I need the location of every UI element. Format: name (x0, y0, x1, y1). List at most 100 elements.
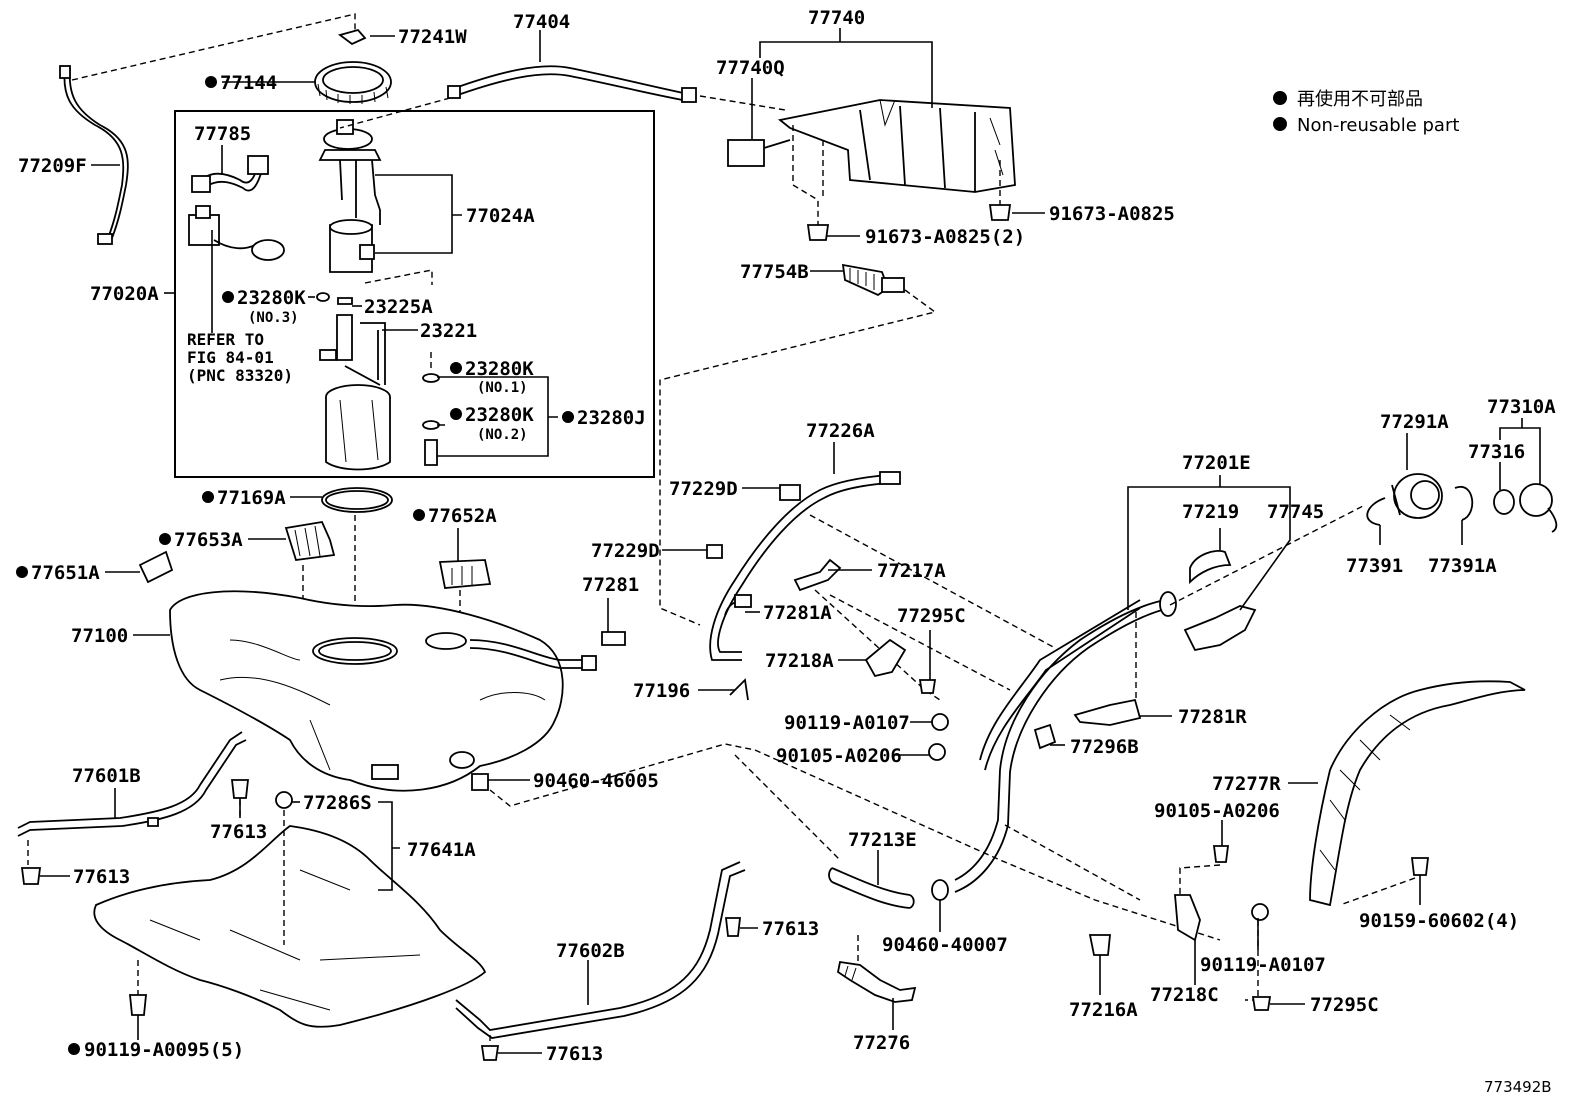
label-77216A: 77216A (1069, 999, 1138, 1021)
label-77613-c: 77613 (762, 918, 819, 940)
ring-77391 (1366, 497, 1386, 526)
clip-77295C-b (1251, 996, 1272, 1011)
dash-line (792, 125, 1001, 225)
label-77281A: 77281A (763, 602, 832, 624)
label-90105-A0206-b: 90105-A0206 (1154, 800, 1280, 822)
label-77404: 77404 (513, 11, 570, 33)
pump-housing (325, 384, 391, 471)
cover-77219 (1189, 550, 1232, 585)
label-77602B: 77602B (556, 940, 625, 962)
part-labels: 77241W 77404 77740 77740Q 77144 77209F 7… (18, 7, 1556, 1096)
label-77651A: 77651A (31, 562, 100, 584)
non-reusable-bullet-icon (562, 411, 574, 423)
retainer-ring-77144 (314, 61, 392, 104)
bolt-91673-A0825-2 (806, 224, 830, 241)
non-reusable-bullet-icon (450, 362, 462, 374)
clip-77295C (918, 679, 937, 694)
label-77217A: 77217A (877, 560, 946, 582)
label-23221: 23221 (420, 320, 477, 342)
non-reusable-bullet-icon (68, 1043, 80, 1055)
dash-line (1339, 877, 1416, 906)
label-77100: 77100 (71, 625, 128, 647)
label-77653A: 77653A (174, 529, 243, 551)
pad-77652A (438, 559, 492, 589)
label-77209F: 77209F (18, 155, 87, 177)
pump-assembly-77024A (318, 119, 382, 273)
label-77391A: 77391A (1428, 555, 1497, 577)
dash-line (339, 95, 786, 129)
legend-jp: 再使用不可部品 (1297, 89, 1423, 110)
label-77391: 77391 (1346, 555, 1403, 577)
label-77218A: 77218A (765, 650, 834, 672)
dash-line (489, 743, 1221, 941)
label-77745: 77745 (1267, 501, 1324, 523)
label-77641A: 77641A (407, 839, 476, 861)
dash-line (734, 754, 1141, 901)
protector-77641A (93, 825, 487, 1028)
clip-90159-60602 (1410, 857, 1430, 876)
pad-77653A (284, 520, 336, 561)
label-90460-46005: 90460-46005 (533, 770, 659, 792)
canister-77740 (727, 99, 1016, 193)
protector-77745 (1183, 605, 1257, 652)
clip-77216A (1088, 934, 1111, 956)
dash-line (137, 810, 285, 995)
pad-77651A (138, 550, 174, 584)
filler-pipe-77201E (954, 591, 1177, 893)
label-77613-a: 77613 (210, 821, 267, 843)
bracket-77217A (793, 558, 842, 592)
ring-77391A (1454, 485, 1474, 521)
dash-line (71, 13, 356, 81)
label-77213E: 77213E (848, 829, 917, 851)
bolt-90119-A0095 (129, 994, 147, 1016)
label-77196: 77196 (633, 680, 690, 702)
label-77295C-b: 77295C (1310, 994, 1379, 1016)
bolt-77613-a (230, 779, 250, 799)
clamp-90460-40007 (931, 879, 949, 901)
bracket-77218A (864, 638, 907, 678)
legend: 再使用不可部品 Non-reusable part (1273, 89, 1459, 136)
label-77277R: 77277R (1212, 773, 1281, 795)
non-reusable-bullets (16, 76, 574, 1055)
bolt-90119-A0107 (931, 713, 949, 731)
label-23280J: 23280J (577, 407, 646, 429)
vent-tube-77404 (447, 65, 697, 103)
label-23280K-no2-sub: (NO.2) (477, 427, 528, 443)
bracket-77296B (1033, 723, 1057, 750)
dash-line (27, 800, 241, 865)
label-77785: 77785 (194, 123, 251, 145)
label-77169A: 77169A (217, 487, 286, 509)
bolt-90119-A0107-b (1251, 903, 1269, 921)
gasket-inner (325, 490, 389, 510)
bolt-77613-c (724, 917, 742, 937)
gasket-77316 (1493, 489, 1515, 515)
fuel-cap-77310A (1519, 483, 1558, 533)
legend-en: Non-reusable part (1297, 115, 1459, 136)
tank-band-77601B (17, 731, 247, 837)
label-77024A: 77024A (466, 205, 535, 227)
refer-line-1: REFER TO (187, 330, 264, 349)
label-23280K-no1: 23280K (465, 358, 534, 380)
harness-77785 (188, 155, 285, 261)
label-23280K-no3: 23280K (237, 287, 306, 309)
hose-77213E (828, 867, 915, 909)
non-reusable-bullet-icon (159, 533, 171, 545)
label-77295C-a: 77295C (897, 605, 966, 627)
bolt-77613-b (20, 867, 42, 885)
label-77286S: 77286S (303, 792, 372, 814)
fuel-pump-group-box (174, 110, 655, 478)
bracket-77218C (1174, 894, 1201, 942)
non-reusable-bullet-icon (16, 566, 28, 578)
label-77296B: 77296B (1070, 736, 1139, 758)
tank-band-77602B (455, 861, 746, 1039)
label-77613-d: 77613 (546, 1043, 603, 1065)
label-90460-40007: 90460-40007 (882, 934, 1008, 956)
label-77740Q: 77740Q (716, 57, 785, 79)
gasket-77169A (321, 487, 393, 513)
label-90119-A0107-a: 90119-A0107 (784, 712, 910, 734)
non-reusable-bullet-icon (202, 491, 214, 503)
dash-line (1169, 504, 1366, 606)
clamp-90460-46005 (471, 773, 489, 791)
label-77276: 77276 (853, 1032, 910, 1054)
